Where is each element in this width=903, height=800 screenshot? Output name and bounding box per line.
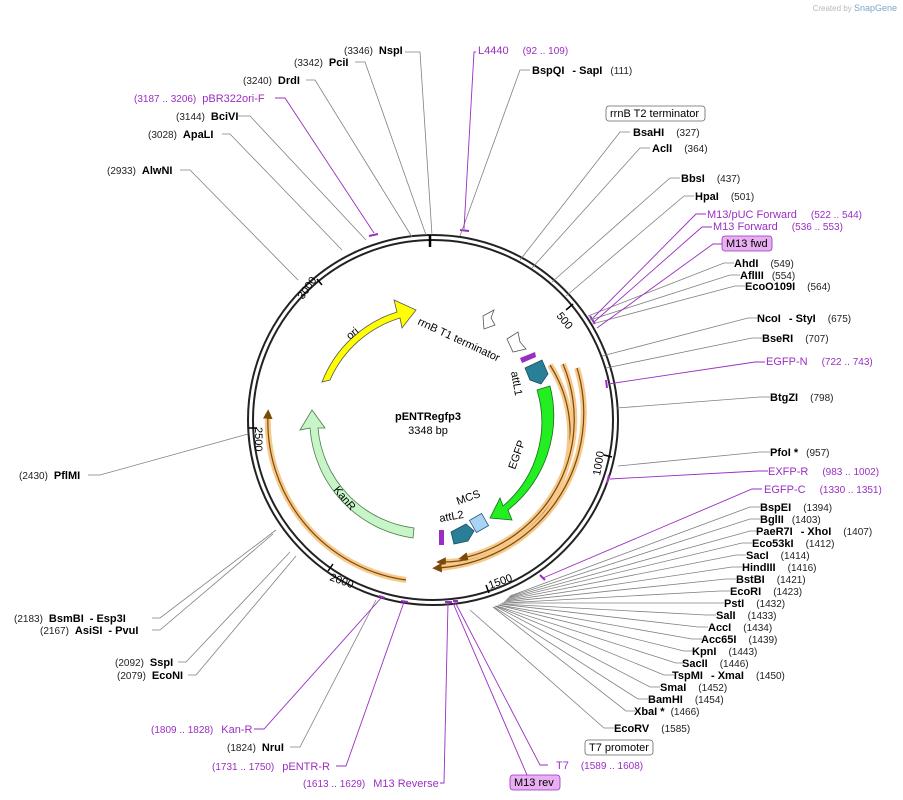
tick-2000-mark [327,563,334,572]
egfp-label: EGFP [507,439,529,471]
attl1-arrow [524,359,549,385]
primer-egfp-n: EGFP-N(722 .. 743) [766,356,873,368]
rrnb-t2-marker [482,309,496,330]
site-bglii: BglII(1403) [760,514,821,526]
site-apali: (3028)ApaLI [148,129,213,141]
primer-m13-reverse: (1613 .. 1629)M13 Reverse [303,778,439,790]
rrnb-t2-box [605,105,706,122]
primer-m13-forward: M13 Forward(536 .. 553) [713,221,843,233]
primer-l4440: L4440(92 .. 109) [478,45,568,57]
site-acci: AccI(1434) [708,622,772,634]
site-kpni: KpnI(1443) [692,646,757,658]
attl2-arrow [450,523,475,545]
site-bseri: BseRI(707) [762,333,829,345]
attl2-primer-mark [439,530,444,545]
m13-fwd-box [721,235,773,252]
site-pcii: (3342)PciI [294,57,348,69]
site-ecori: EcoRI(1423) [730,586,802,598]
tick-2500-label: 2500 [252,427,264,451]
m13-rev-label: M13 rev [514,777,554,789]
plasmid-length: 3348 bp [408,425,448,437]
t7-promoter-label: T7 promoter [589,742,649,754]
tick-1000-mark [603,454,613,458]
ori-arrow [321,299,417,383]
site-hindiii: HindIII(1416) [742,562,817,574]
site-bstbi: BstBI(1421) [736,574,806,586]
site-bcivi: (3144)BciVI [176,111,238,123]
plasmid-name: pENTRegfp3 [395,411,461,423]
credit-brand: SnapGene [853,3,897,13]
site-econi: (2079)EcoNI [117,670,183,682]
site-ecorv: EcoRV(1585) [614,723,690,735]
left-site-leads [88,51,433,748]
site-tspmi: TspMI- XmaI(1450) [672,670,785,682]
site-eco53ki: Eco53kI(1412) [752,538,835,550]
m13-rev-box [509,774,561,791]
attl1-label: attL1 [508,370,524,396]
t7-promoter-box [584,739,654,756]
kanr-arrow [299,409,415,539]
site-acli: AclI(364) [652,143,708,155]
site-ahdi: AhdI(549) [734,258,794,270]
site-bspqi: BspQI- SapI(111) [532,65,632,77]
mcs-box [468,512,490,534]
tick-1000-label: 1000 [591,450,607,476]
site-bspei: BspEI(1394) [760,502,832,514]
snapgene-credit: Created by SnapGene [813,3,897,13]
site-afliii: AflIII(554) [740,270,795,282]
primer-t7: T7(1589 .. 1608) [556,760,643,772]
tick-2000-label: 2000 [328,572,355,592]
site-ncoi: NcoI- StyI(675) [757,313,851,325]
rrnb-t1-marker [506,331,527,353]
egfp-arrow [489,385,555,521]
site-bsmbi: (2183)BsmBI- Esp3I [14,613,126,625]
primer-pbr322ori-f: (3187 .. 3206)pBR322ori-F [134,93,265,105]
tick-500-mark [565,303,574,311]
site-xbai: XbaI *(1466) [634,706,699,718]
primer-exfp-r: EXFP-R(983 .. 1002) [768,466,879,478]
site-ecoo109i: EcoO109I(564) [745,281,831,293]
site-sacii: SacII(1446) [682,658,749,670]
attl1-primer-mark [520,352,536,363]
attl2-label: attL2 [438,509,464,525]
tick-3000-mark [316,278,323,286]
site-sspi: (2092)SspI [115,657,173,669]
site-bbsi: BbsI(437) [681,173,740,185]
mcs-label: MCS [455,488,482,508]
site-alwni: (2933)AlwNI [107,165,172,177]
rrnb-t2-label: rrnB T2 terminator [610,108,699,120]
site-asisi: (2167)AsiSI- PvuI [40,625,138,637]
backbone-outer [247,234,619,606]
tick-500-label: 500 [554,310,575,332]
primer-egfp-c: EGFP-C(1330 .. 1351) [764,484,882,496]
m13-fwd-label: M13 fwd [726,238,768,250]
site-btgzi: BtgZI(798) [770,392,833,404]
tick-3000-label: 3000 [296,275,320,302]
site-bsahi: BsaHI(327) [633,127,700,139]
site-paer7i: PaeR7I- XhoI(1407) [756,526,872,538]
site-nspi: (3346)NspI [344,45,403,57]
primer-pentr-r: (1731 .. 1750)pENTR-R [212,761,330,773]
right-site-leads [459,69,770,729]
site-smai: SmaI(1452) [660,682,727,694]
tick-1500-mark [485,584,490,594]
backbone-inner [252,239,614,601]
primer-m13puc-forward: M13/pUC Forward(522 .. 544) [707,209,862,221]
site-acc65i: Acc65I(1439) [701,634,777,646]
primer-kan-r: (1809 .. 1828)Kan-R [151,724,253,736]
site-psti: PstI(1432) [724,598,785,610]
site-hpai: HpaI(501) [695,191,754,203]
credit-prefix: Created by [812,4,852,13]
site-sali: SalI(1433) [716,610,776,622]
site-saci: SacI(1414) [746,550,810,562]
site-pflmi: (2430)PflMI [19,470,80,482]
site-bamhi: BamHI(1454) [648,694,724,706]
orf-arcs [262,362,587,583]
site-drdi: (3240)DrdI [243,75,300,87]
site-pfoi: PfoI *(957) [770,447,829,459]
site-nrui: (1824)NruI [227,742,284,754]
